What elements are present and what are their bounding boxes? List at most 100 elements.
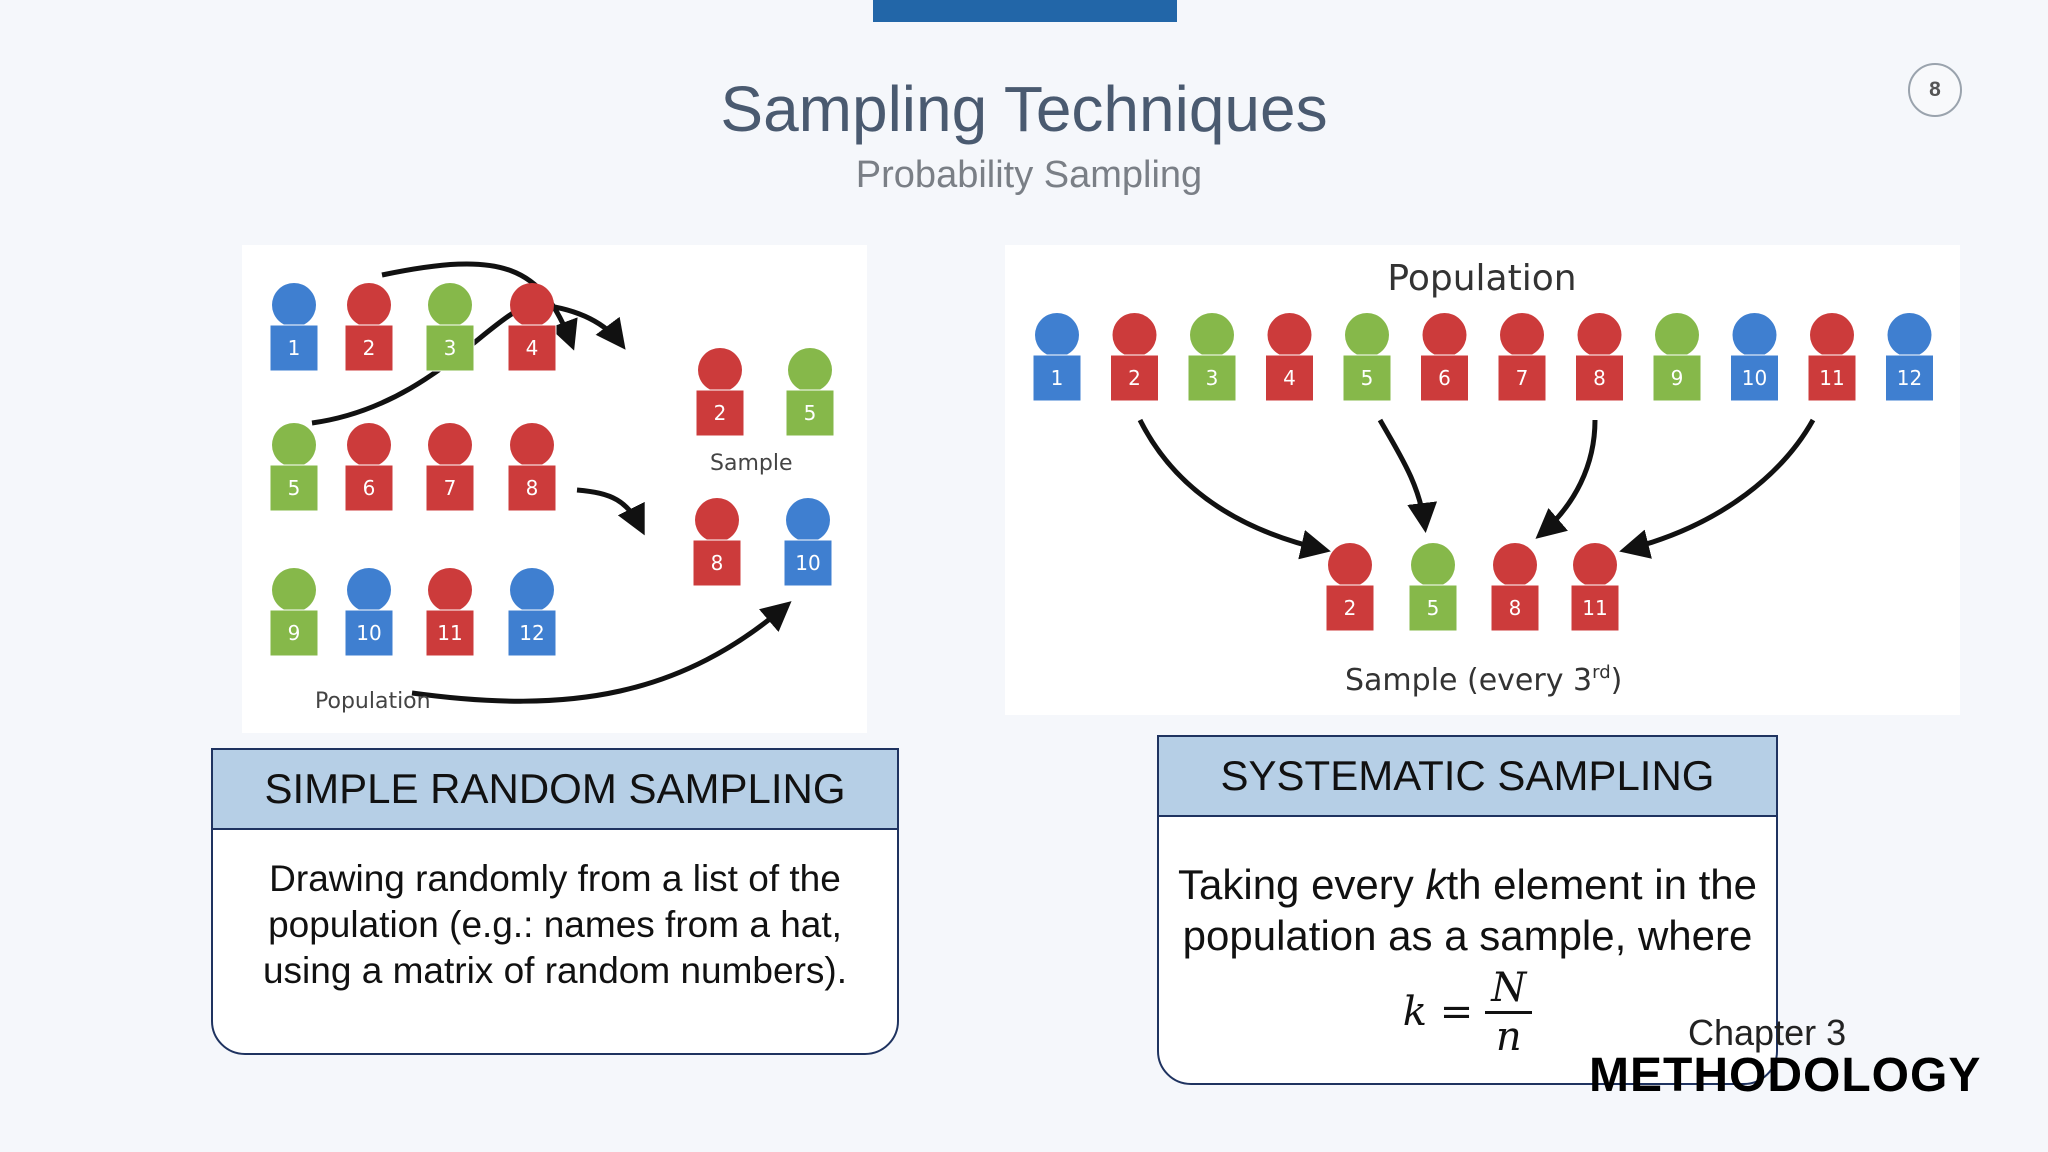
person-9: 9 [1652, 313, 1702, 402]
person-body [507, 609, 557, 657]
person-head [1732, 313, 1777, 357]
person-body [1730, 354, 1779, 402]
person-number: 11 [1819, 366, 1844, 390]
person-number: 12 [1897, 366, 1922, 390]
person-6: 6 [344, 423, 394, 512]
person-head [1810, 313, 1854, 357]
card-body: Drawing randomly from a list of the popu… [213, 830, 897, 994]
person-2: 2 [344, 283, 394, 372]
card-body: Taking every kth element in the populati… [1159, 817, 1776, 1060]
person-6: 6 [1420, 313, 1469, 402]
population-label: Population [315, 689, 431, 714]
person-number: 2 [363, 336, 376, 360]
person-body [692, 539, 742, 587]
person-7: 7 [1497, 313, 1547, 402]
person-5: 5 [269, 423, 319, 512]
arrow [1535, 419, 1598, 539]
arrow [1377, 418, 1438, 533]
card-text-line: population as a sample, where [1182, 912, 1753, 959]
person-body [269, 324, 319, 372]
arrow [411, 601, 792, 704]
person-body [1490, 584, 1540, 632]
person-body [1265, 354, 1314, 402]
formula-lhs: k = [1402, 989, 1474, 1035]
person-11: 11 [1807, 313, 1857, 402]
card-text-line: Drawing randomly from a list of the [269, 858, 841, 899]
person-head [1328, 543, 1372, 587]
person-8: 8 [1575, 313, 1624, 402]
person-4: 4 [1265, 313, 1314, 402]
person-number: 2 [714, 401, 727, 425]
person-number: 10 [356, 621, 381, 645]
person-head [1573, 543, 1617, 587]
person-body [1497, 354, 1547, 402]
fraction-numerator: N [1485, 965, 1533, 1014]
fraction-denominator: n [1495, 1014, 1522, 1060]
person-number: 6 [363, 476, 376, 500]
person-body [425, 464, 475, 512]
person-2: 2 [1110, 313, 1159, 402]
person-number: 8 [711, 551, 724, 575]
person-head [1345, 313, 1389, 357]
person-head [510, 568, 554, 612]
person-number: 4 [526, 336, 539, 360]
person-1: 1 [269, 283, 319, 372]
person-number: 8 [526, 476, 539, 500]
person-11: 11 [1570, 543, 1620, 632]
person-number: 11 [437, 621, 462, 645]
person-head [428, 283, 472, 327]
person-head [788, 348, 832, 392]
k-formula: k = N n [1402, 965, 1533, 1060]
person-body [1032, 354, 1082, 402]
card-heading: SYSTEMATIC SAMPLING [1159, 737, 1776, 817]
person-3: 3 [425, 283, 475, 372]
person-head [272, 283, 316, 327]
person-body [783, 539, 833, 587]
person-2: 2 [1325, 543, 1375, 632]
person-body [1110, 354, 1159, 402]
person-head [428, 568, 472, 612]
person-8: 8 [692, 498, 742, 587]
person-7: 7 [425, 423, 475, 512]
person-number: 1 [288, 336, 301, 360]
simple-random-sampling-card: SIMPLE RANDOM SAMPLING Drawing randomly … [211, 748, 899, 1055]
person-head [428, 423, 472, 467]
top-accent-bar [873, 0, 1177, 22]
page-number-badge: 8 [1908, 63, 1962, 117]
person-number: 3 [444, 336, 457, 360]
person-body [269, 464, 319, 512]
person-8: 8 [1490, 543, 1540, 632]
person-head [1887, 313, 1932, 357]
person-body [1420, 354, 1469, 402]
person-body [425, 609, 475, 657]
person-4: 4 [507, 283, 557, 372]
systematic-sampling-card: SYSTEMATIC SAMPLING Taking every kth ele… [1157, 735, 1778, 1085]
person-body [1885, 354, 1934, 402]
chapter-title: METHODOLOGY [1589, 1049, 1982, 1102]
population-label: Population [1387, 258, 1576, 299]
person-body [344, 324, 394, 372]
arrow [381, 261, 578, 351]
person-number: 11 [1582, 596, 1607, 620]
arrow [576, 487, 645, 536]
person-head [347, 423, 391, 467]
person-body [425, 324, 475, 372]
arrows [1137, 418, 1816, 560]
person-5: 5 [785, 348, 835, 437]
arrow [1137, 418, 1331, 560]
person-number: 12 [519, 621, 544, 645]
person-3: 3 [1187, 313, 1237, 402]
person-number: 9 [288, 621, 301, 645]
person-head [510, 423, 554, 467]
person-head [698, 348, 742, 392]
slide-title: Sampling Techniques [720, 73, 1328, 145]
chapter-label: Chapter 3 [1688, 1012, 1847, 1053]
person-head [1655, 313, 1699, 357]
person-head [1267, 313, 1312, 357]
person-head [1493, 543, 1537, 587]
person-12: 12 [1885, 313, 1934, 402]
person-number: 1 [1051, 366, 1064, 390]
